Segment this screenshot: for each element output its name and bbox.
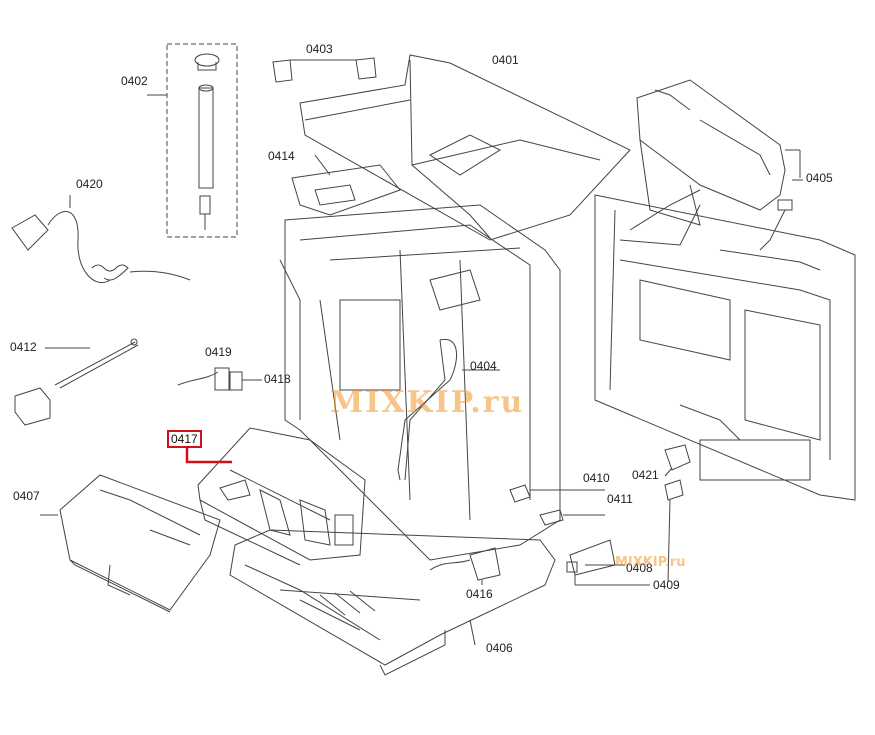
part-label-0407: 0407 — [13, 489, 40, 503]
part-label-0421: 0421 — [632, 468, 659, 482]
part-0412-drawing — [14, 338, 139, 426]
part-0405-drawing — [619, 79, 803, 251]
part-label-0403: 0403 — [306, 42, 333, 56]
part-0417-drawing — [197, 427, 366, 566]
part-label-0416: 0416 — [466, 587, 493, 601]
part-label-0417-highlighted: 0417 — [167, 430, 202, 448]
part-label-0410: 0410 — [583, 471, 610, 485]
part-label-0404: 0404 — [470, 359, 497, 373]
part-0420-drawing — [11, 195, 191, 283]
part-label-0409: 0409 — [653, 578, 680, 592]
part-0401-drawing — [299, 54, 631, 241]
part-label-0402: 0402 — [121, 74, 148, 88]
part-0416-drawing — [429, 547, 501, 585]
part-0414-drawing — [291, 154, 401, 216]
part-label-0420: 0420 — [76, 177, 103, 191]
part-0421-drawing — [664, 444, 691, 477]
part-housing-drawing — [279, 204, 561, 561]
part-0403-drawing — [272, 57, 377, 83]
part-label-0418: 0418 — [264, 372, 291, 386]
part-label-0401: 0401 — [492, 53, 519, 67]
part-0419-drawing — [177, 367, 262, 391]
part-0409-drawing — [664, 479, 684, 583]
watermark-logo-small: MIXKIP.ru — [615, 555, 686, 570]
part-0404-drawing — [397, 338, 500, 481]
watermark-logo: MIXKIP.ru — [330, 385, 525, 420]
part-0411-drawing — [539, 509, 605, 526]
part-0402-drawing — [147, 43, 238, 238]
part-back-panel-drawing — [594, 194, 856, 501]
part-label-0414: 0414 — [268, 149, 295, 163]
part-0406-drawing — [229, 529, 556, 676]
part-label-0408: 0408 — [626, 561, 653, 575]
part-label-0411: 0411 — [607, 492, 633, 506]
part-label-0406: 0406 — [486, 641, 513, 655]
part-0408-drawing — [566, 539, 650, 586]
part-0407-drawing — [40, 474, 221, 613]
part-0410-drawing — [509, 484, 605, 503]
part-label-0405: 0405 — [806, 171, 833, 185]
part-label-0412: 0412 — [10, 340, 37, 354]
part-label-0419: 0419 — [205, 345, 232, 359]
